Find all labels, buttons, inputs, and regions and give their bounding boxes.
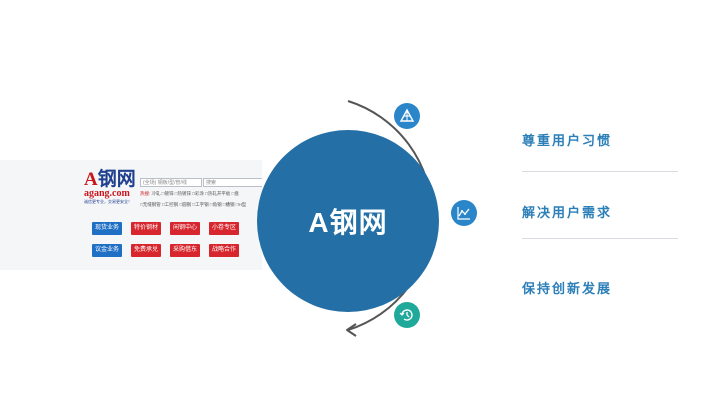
idle-steel-button[interactable]: 闲钢中心 — [170, 222, 200, 235]
spot-business-button[interactable]: 现货业务 — [92, 222, 122, 235]
search-secondary-input[interactable]: 搜索 — [203, 178, 262, 187]
search-input[interactable]: (全场) 钢板/型/管/线 — [140, 178, 202, 187]
feature-keep-innovating: 保持创新发展 — [522, 281, 613, 296]
website-screenshot: A钢网 agang.com 诚信更专业，交易更安全！ (全场) 钢板/型/管/线… — [0, 160, 262, 270]
divider — [522, 171, 678, 172]
special-steel-button[interactable]: 特价钢材 — [131, 222, 161, 235]
logo-letter: A — [84, 169, 98, 190]
divider — [522, 238, 678, 239]
finance-business-button[interactable]: 议金业务 — [92, 244, 122, 257]
hot-search-row: 热搜: 冷轧 □镀锌 □热镀锌 □彩涂 □热轧开平板 □盘 — [140, 191, 239, 197]
hot-search-items[interactable]: 冷轧 □镀锌 □热镀锌 □彩涂 □热轧开平板 □盘 — [151, 191, 239, 196]
center-circle: A钢网 — [257, 130, 439, 312]
hot-search-label: 热搜: — [140, 191, 151, 196]
purchase-button[interactable]: 采购借东 — [170, 244, 200, 257]
triangle-pyramid-icon — [394, 103, 420, 129]
feature-respect-habits: 尊重用户习惯 — [522, 133, 613, 148]
small-coil-button[interactable]: 小卷专区 — [209, 222, 239, 235]
logo-slogan: 诚信更专业，交易更安全！ — [84, 199, 132, 204]
logo-chinese: 钢网 — [97, 169, 136, 190]
hot-search-row-2[interactable]: □无缝钢管 □工控钢 □圆钢 □工字钢 □角钢 □槽钢 □H型 — [140, 202, 247, 207]
agang-logo[interactable]: A钢网 agang.com 诚信更专业，交易更安全！ — [84, 170, 140, 205]
free-acceptance-button[interactable]: 免费承兑 — [131, 244, 161, 257]
feature-solve-needs: 解决用户需求 — [522, 205, 613, 220]
arc-arrowhead — [346, 323, 357, 337]
center-title: A钢网 — [308, 207, 388, 238]
strategic-cooperation-button[interactable]: 战略合作 — [209, 244, 239, 257]
line-chart-icon — [451, 200, 477, 226]
history-icon — [394, 302, 420, 328]
logo-domain: agang.com — [84, 188, 130, 199]
logo-main-text: A钢网 — [84, 170, 140, 189]
